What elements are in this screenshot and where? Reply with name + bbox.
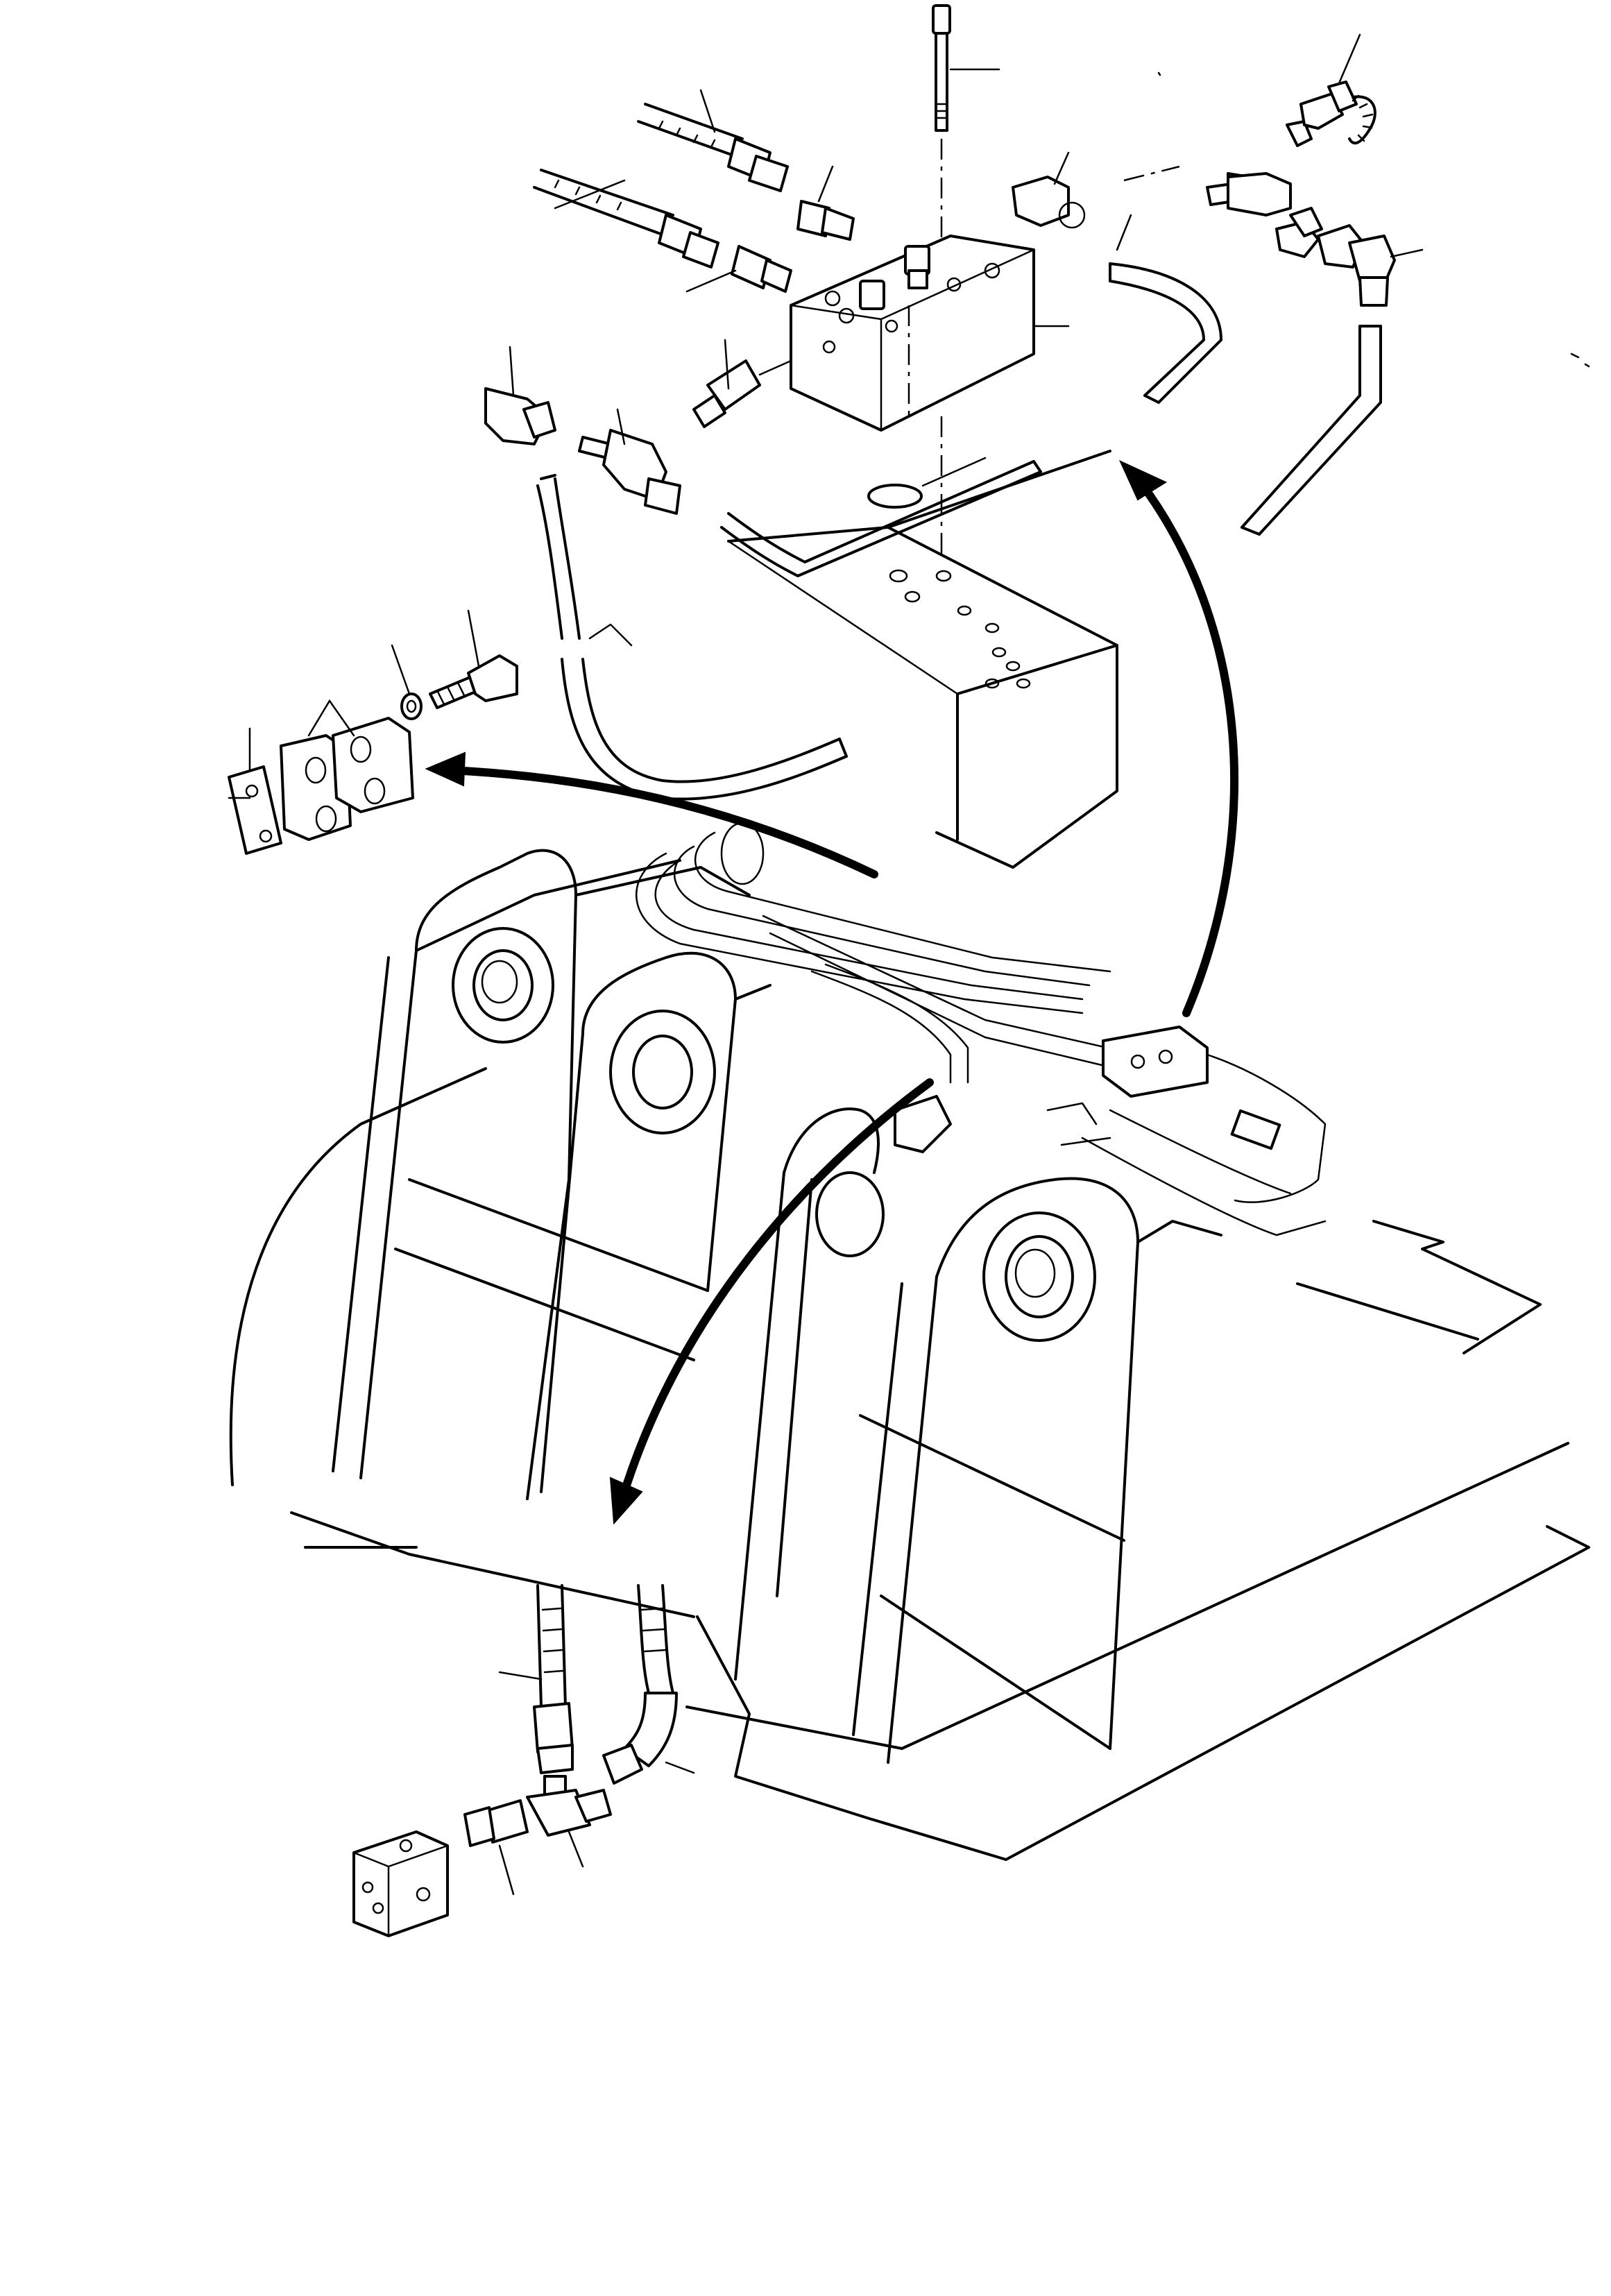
arrow-to-clamp-set bbox=[425, 751, 878, 878]
boom-structure bbox=[229, 849, 1590, 1861]
hose-clamp-set bbox=[228, 609, 518, 855]
arrow-to-lower-tee bbox=[609, 1078, 934, 1525]
routed-hose-bundle bbox=[635, 822, 1327, 1236]
lower-tee-connection bbox=[352, 1584, 695, 1937]
arrow-to-valve-block bbox=[1118, 459, 1238, 1017]
valve-block-assembly bbox=[484, 4, 1424, 869]
